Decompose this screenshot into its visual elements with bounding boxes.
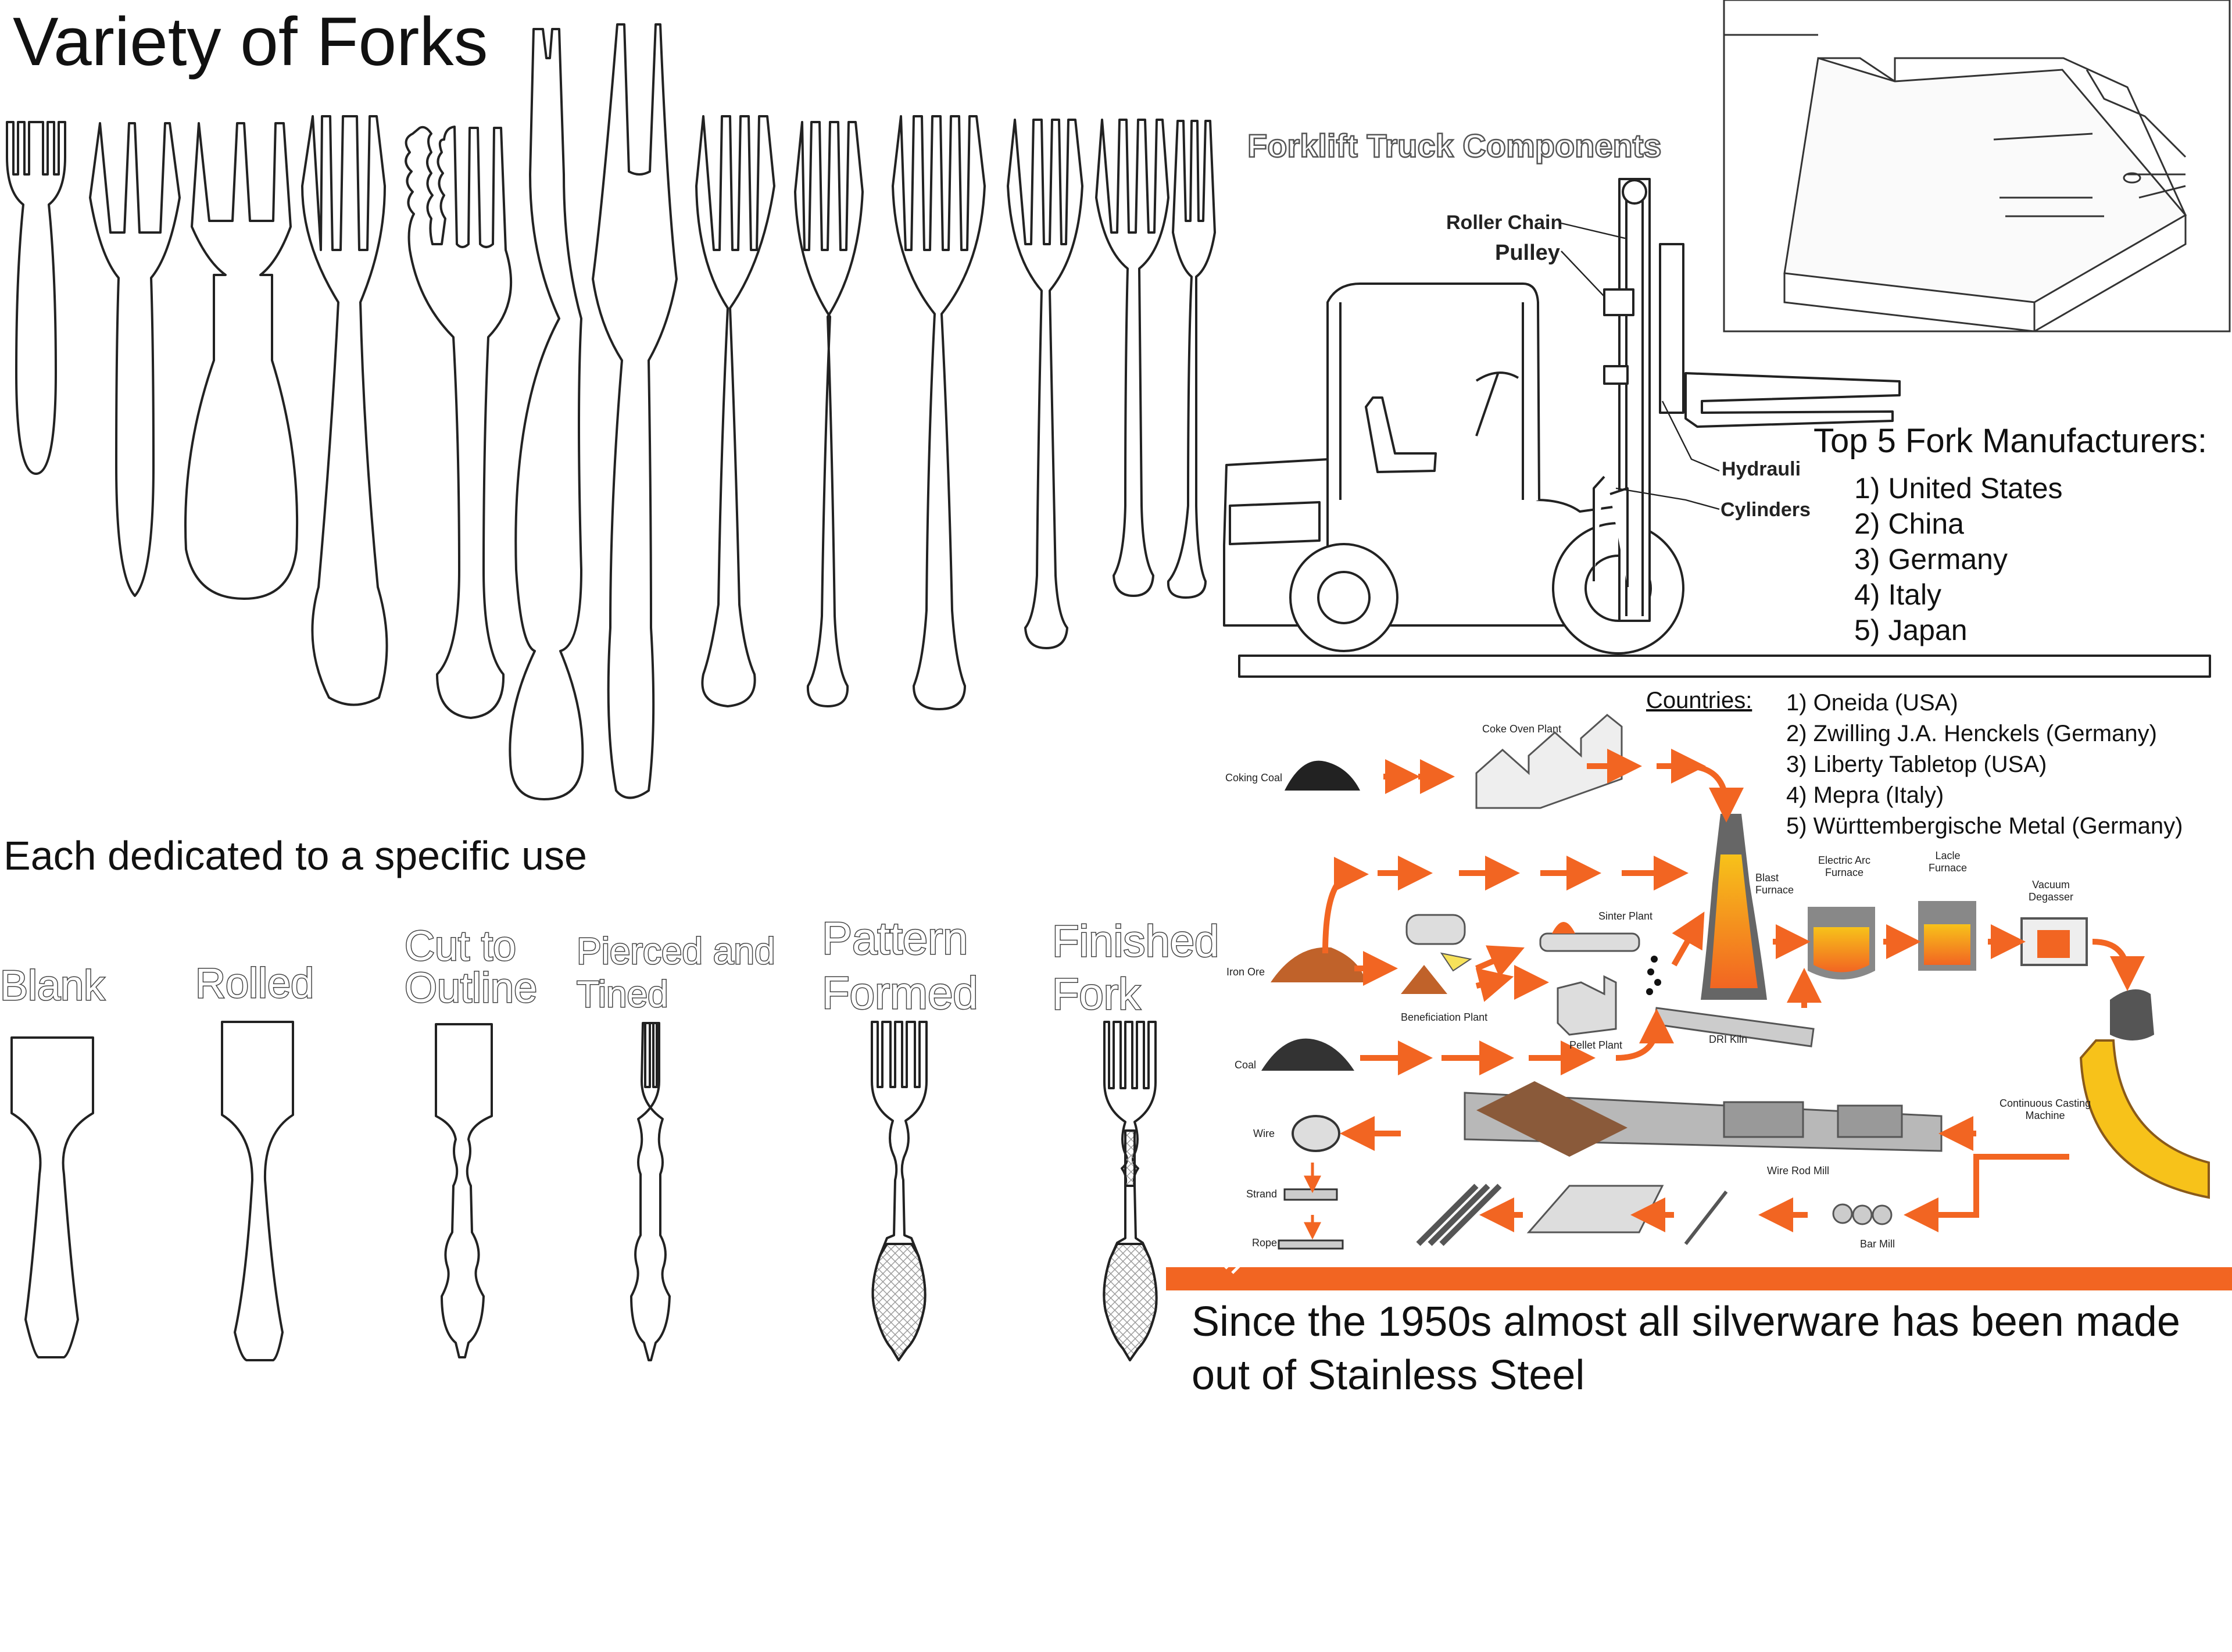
label-ladle-furnace: Lacle Furnace	[1929, 850, 1968, 874]
flow-arrow	[1671, 911, 1705, 967]
fork-variety-8	[695, 115, 775, 707]
forklift-seat	[1365, 396, 1437, 473]
stage-label-cut-to-outline: Cut to Outline	[403, 923, 538, 1011]
label-vacuum-degasser: Vacuum Degasser	[2029, 879, 2074, 903]
label-dri-kiln: DRI Kiln	[1709, 1034, 1748, 1045]
stage-label-finished-fork: Finished Fork	[1051, 916, 1219, 1020]
label-coal: Coal	[1235, 1059, 1257, 1071]
countries-heading: Countries:	[1646, 688, 1752, 713]
flow-arrow	[1475, 968, 1514, 1002]
stage-label-blank: Blank	[0, 963, 106, 1009]
country-item: 4) Italy	[1854, 578, 1942, 611]
fork-variety-1	[6, 121, 66, 475]
beam-products	[1526, 1185, 1664, 1233]
flow-arrow	[1904, 1154, 2069, 1232]
fork-variety-illustration	[6, 23, 1216, 800]
fork-variety-12	[1095, 119, 1169, 597]
continuous-casting-machine	[2079, 1039, 2210, 1199]
ladle-pour	[2110, 989, 2154, 1040]
label-beneficiation: Beneficiation Plant	[1401, 1011, 1488, 1023]
label-sinter: Sinter Plant	[1598, 910, 1653, 922]
fork-variety-5	[405, 126, 513, 719]
coking-coal-pile	[1285, 760, 1360, 791]
wire-rod-mill	[1723, 1101, 1804, 1138]
label-rope: Rope	[1252, 1237, 1278, 1249]
steel-process-diagram	[1261, 714, 2210, 1250]
footer-text: Since the 1950s almost all silverware ha…	[1192, 1299, 2180, 1399]
fork-variety-3	[184, 122, 299, 600]
manufacturer-item: 4) Mepra (Italy)	[1786, 782, 1944, 808]
stage-label-pierced-and-tined: Pierced and Tined	[576, 929, 777, 1015]
top5-country-list: 1) United States 2) China 3) Germany 4) …	[1854, 471, 2063, 648]
manufacturer-item: 5) Württembergische Metal (Germany)	[1786, 813, 2183, 839]
flow-arrow	[1322, 857, 1369, 954]
fork-variety-4	[301, 115, 388, 706]
rebar-bundle	[1416, 1183, 1502, 1246]
forklift-cab	[1326, 283, 1540, 570]
flow-arrow	[1615, 1009, 1674, 1061]
forklift-ground	[1238, 655, 2211, 678]
label-roller-chain: Roller Chain	[1446, 212, 1563, 234]
label-hydrauli: Hydrauli	[1722, 458, 1801, 480]
country-item: 2) China	[1854, 507, 1964, 540]
fork-variety-6	[509, 28, 584, 800]
label-bar-mill: Bar Mill	[1860, 1238, 1895, 1250]
manufacturer-item: 1) Oneida (USA)	[1786, 690, 1958, 716]
sinter-plant	[1539, 932, 1640, 952]
page-title: Variety of Forks	[13, 3, 488, 80]
fork-variety-2	[89, 122, 181, 597]
forklift-title: Forklift Truck Components	[1247, 127, 1662, 165]
country-item: 1) United States	[1854, 472, 2063, 505]
footer-accent-bar	[1166, 1267, 2232, 1290]
stage-label-rolled: Rolled	[194, 960, 314, 1007]
flow-arrow	[1685, 763, 1744, 823]
forklift-pulley-wheel	[1622, 179, 1647, 205]
label-pellet: Pellet Plant	[1569, 1039, 1623, 1051]
beneficiation-drum	[1405, 914, 1466, 945]
stage-label-pattern-formed: Pattern Formed	[821, 911, 979, 1019]
fork-variety-10	[892, 115, 986, 710]
country-item: 5) Japan	[1854, 614, 1968, 646]
rope	[1278, 1239, 1344, 1250]
label-cylinders: Cylinders	[1721, 499, 1811, 521]
wire-coil	[1292, 1115, 1340, 1152]
fork-variety-7	[592, 23, 678, 799]
use-caption: Each dedicated to a specific use	[3, 833, 587, 878]
label-electric-arc-furnace: Electric Arc Furnace	[1818, 854, 1871, 878]
label-coke-oven: Coke Oven Plant	[1482, 723, 1562, 735]
fork-variety-13	[1167, 120, 1216, 599]
fork-variety-9	[794, 121, 864, 707]
manufacturer-item: 3) Liberty Tabletop (USA)	[1786, 752, 2047, 777]
forklift-engine-panel	[1229, 501, 1321, 545]
fork-variety-11	[1007, 119, 1083, 649]
iron-ore-pile	[1271, 947, 1366, 982]
inset-sketch	[1723, 0, 2231, 332]
top5-title: Top 5 Fork Manufacturers:	[1814, 422, 2207, 460]
label-blast-furnace: Blast Furnace	[1755, 872, 1794, 896]
coal-pile	[1261, 1038, 1354, 1071]
label-pulley: Pulley	[1495, 241, 1560, 265]
label-wire: Wire	[1253, 1128, 1275, 1139]
strand	[1283, 1188, 1338, 1201]
label-continuous-casting: Continuous Casting Machine	[2000, 1097, 2091, 1121]
flow-arrow	[1475, 945, 1525, 978]
forklift-steering	[1475, 371, 1519, 437]
manufacturer-item: 2) Zwilling J.A. Henckels (Germany)	[1786, 721, 2157, 746]
label-iron-ore: Iron Ore	[1226, 966, 1265, 978]
label-strand: Strand	[1246, 1188, 1278, 1200]
country-item: 3) Germany	[1854, 543, 2008, 575]
label-wire-rod-mill: Wire Rod Mill	[1767, 1165, 1830, 1177]
bar-mill	[1832, 1203, 1893, 1225]
flow-arrow	[2092, 939, 2145, 991]
label-coking-coal: Coking Coal	[1225, 772, 1283, 784]
manufacturer-list: 1) Oneida (USA) 2) Zwilling J.A. Henckel…	[1786, 688, 2183, 842]
